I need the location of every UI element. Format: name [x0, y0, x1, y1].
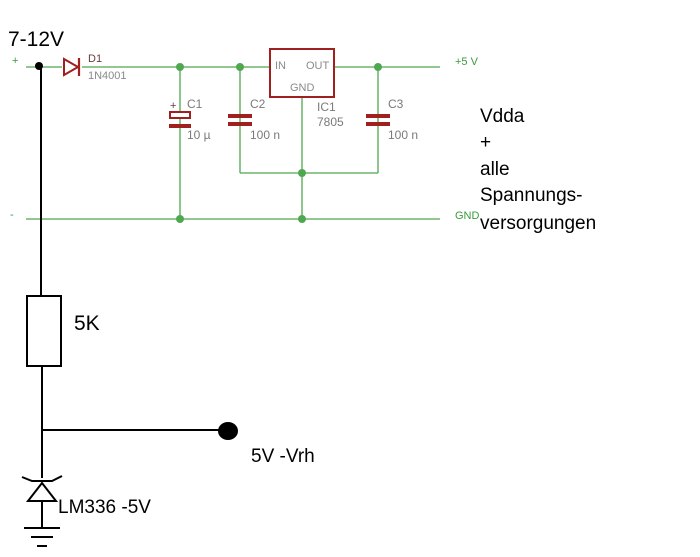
diode-d1 — [63, 57, 81, 77]
gnd-net-label: GND — [455, 210, 480, 222]
diode-part: 1N4001 — [88, 70, 127, 82]
regulator-part: 7805 — [317, 115, 344, 129]
input-node-dot — [35, 62, 43, 70]
junction-dots — [176, 63, 382, 223]
capacitor-c3 — [366, 114, 390, 126]
c2-ref: C2 — [250, 97, 266, 111]
note-line-4: Spannungs- — [480, 185, 582, 206]
regulator-pin-in: IN — [275, 60, 286, 72]
regulator-pin-out: OUT — [306, 60, 330, 72]
reference-output-label: 5V -Vrh — [251, 446, 315, 467]
resistor-5k — [26, 295, 62, 367]
regulator-ref: IC1 — [317, 100, 336, 114]
regulator-ic1 — [269, 48, 335, 98]
plus-rail-label: + — [12, 55, 18, 67]
out-net-label: +5 V — [455, 56, 479, 68]
bypass-wires — [179, 67, 379, 219]
c3-ref: C3 — [388, 97, 404, 111]
diode-ref: D1 — [88, 53, 102, 65]
note-line-3: alle — [480, 159, 510, 180]
note-line-5: versorgungen — [480, 213, 596, 234]
reference-part-label: LM336 -5V — [58, 497, 151, 518]
input-voltage-label: 7-12V — [8, 28, 64, 51]
gnd-net-label-clip: GND — [455, 210, 480, 222]
minus-rail-label: - — [10, 209, 14, 221]
c1-ref: C1 — [187, 97, 203, 111]
reference-output-terminal — [218, 422, 238, 440]
note-line-2: + — [480, 132, 491, 153]
c1-value: 10 µ — [187, 128, 211, 142]
resistor-value: 5K — [74, 312, 100, 335]
regulator-pin-gnd: GND — [290, 82, 315, 94]
supply-note: Vdda + alle Spannungs- versorgungen — [480, 106, 596, 234]
capacitor-c1 — [169, 111, 191, 128]
note-line-1: Vdda — [480, 106, 525, 127]
c3-value: 100 n — [388, 128, 418, 142]
capacitor-c2 — [228, 114, 252, 126]
reference-diode-lm336 — [21, 475, 63, 547]
c1-polarity: + — [170, 100, 176, 112]
c2-value: 100 n — [250, 128, 280, 142]
